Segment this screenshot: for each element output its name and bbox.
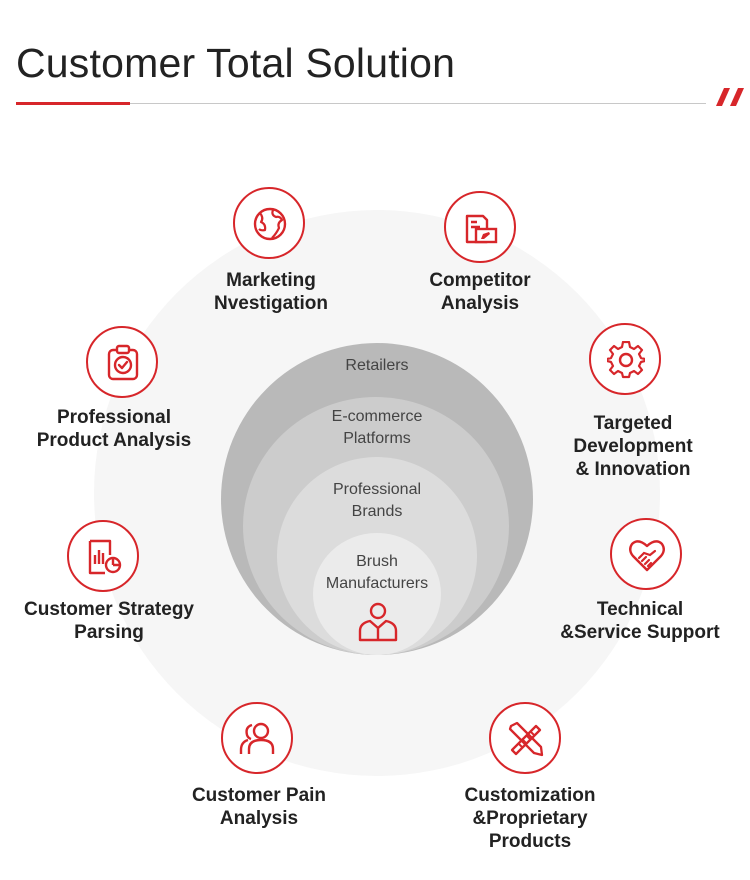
node-label-line: Marketing — [226, 270, 316, 291]
ring-label-line: Brush — [356, 553, 398, 570]
ring-label-brush-manufacturers: Brush Manufacturers — [277, 551, 477, 595]
double-slash-icon — [716, 88, 744, 106]
node-label-line: Analysis — [440, 293, 520, 314]
marketing-investigation-icon-badge — [233, 187, 305, 259]
node-label-line: Customization — [464, 785, 596, 806]
ring-label-ecommerce: E-commerce Platforms — [277, 406, 477, 450]
title-divider — [16, 103, 706, 104]
node-label-line: Nvestigation — [213, 293, 329, 314]
users-icon — [239, 722, 275, 754]
heart-handshake-icon — [629, 540, 665, 572]
node-label-customer-strategy: Customer Strategy Parsing — [0, 598, 229, 644]
product-analysis-icon-badge — [86, 326, 158, 398]
node-label-line: Analysis — [219, 808, 299, 829]
node-label-line: &Service Support — [560, 622, 720, 643]
node-label-product-analysis: Professional Product Analysis — [0, 406, 234, 452]
report-chart-icon — [88, 539, 122, 575]
person-icon — [358, 602, 398, 642]
node-label-line: Competitor — [429, 270, 531, 291]
ring-label-line: Manufacturers — [325, 575, 429, 592]
competitor-analysis-icon-badge — [444, 191, 516, 263]
clipboard-check-icon — [107, 344, 139, 381]
document-edit-icon — [465, 214, 498, 244]
node-label-customization: Customization &Proprietary Products — [410, 784, 650, 853]
node-label-line: Technical — [596, 599, 684, 620]
node-label-line: Parsing — [74, 622, 144, 643]
targeted-development-icon-badge — [589, 323, 661, 395]
node-label-line: Professional — [56, 407, 172, 428]
node-label-competitor: Competitor Analysis — [360, 269, 600, 315]
node-label-line: & Innovation — [575, 459, 691, 480]
technical-support-icon-badge — [610, 518, 682, 590]
ring-label-retailers: Retailers — [277, 355, 477, 377]
ring-label-professional-brands: Professional Brands — [277, 479, 477, 523]
node-label-line: Product Analysis — [36, 430, 192, 451]
node-label-customer-pain: Customer Pain Analysis — [139, 784, 379, 830]
ring-label-line: Platforms — [343, 430, 411, 447]
node-label-line: Customer Pain — [191, 785, 327, 806]
gear-icon — [607, 341, 645, 379]
customer-strategy-icon-badge — [67, 520, 139, 592]
page-title: Customer Total Solution — [16, 40, 456, 86]
node-label-line: Targeted — [593, 413, 673, 434]
node-label-targeted: Targeted Development & Innovation — [513, 412, 750, 481]
ring-label-line: Professional — [332, 481, 422, 498]
node-label-line: Products — [488, 831, 572, 852]
pencil-ruler-icon — [508, 721, 544, 757]
ring-label-line: E-commerce — [331, 408, 423, 425]
node-label-line: Development — [573, 436, 693, 457]
node-label-technical: Technical &Service Support — [520, 598, 750, 644]
customer-pain-icon-badge — [221, 702, 293, 774]
node-label-line: &Proprietary — [472, 808, 588, 829]
node-label-line: Customer Strategy — [24, 599, 194, 620]
globe-icon — [253, 207, 287, 241]
node-label-marketing: Marketing Nvestigation — [151, 269, 391, 315]
ring-label-line: Brands — [351, 503, 403, 520]
ring-label-line: Retailers — [345, 357, 409, 374]
customization-icon-badge — [489, 702, 561, 774]
title-accent-bar — [16, 102, 130, 105]
